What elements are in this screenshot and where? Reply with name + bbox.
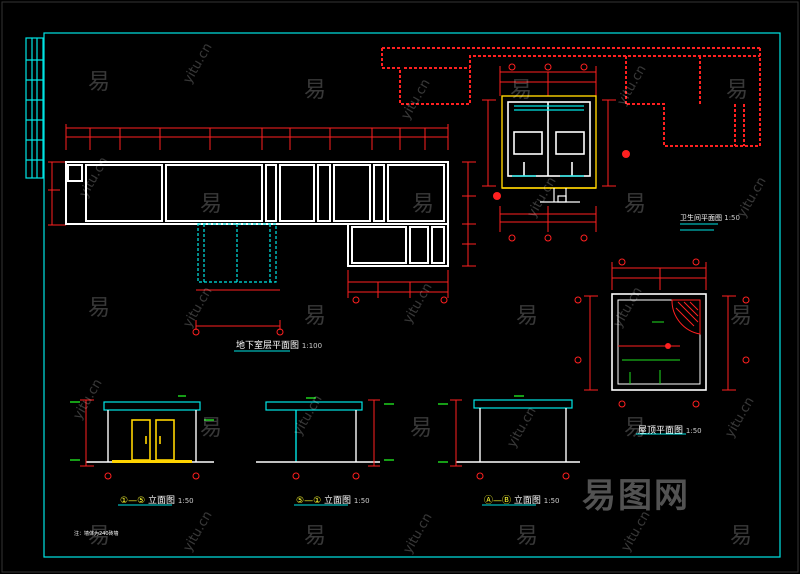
roof-plan [574,258,750,408]
elevation-3-caption: Ⓐ—Ⓑ 立面图 1:50 [484,493,560,506]
toilet-tag-red-2 [493,192,501,200]
roof-plan-scale: 1:50 [685,427,702,435]
main-plan [48,124,476,336]
elevation-2-title: 立面图 [324,496,352,506]
elevation-1-axes: ①—⑤ [120,496,146,506]
elevation-1-scale: 1:50 [177,497,194,505]
existing-building-outline [381,47,761,147]
brand-watermark: 易图网 [582,476,690,516]
drawing-note: 注：墙体为240砖墙 [74,531,119,537]
elevation-1 [70,395,214,480]
main-plan-title: 地下室层平面图 [236,341,300,351]
toilet-plan-title: 卫生间平面图 [680,214,722,222]
toilet-plan [482,63,714,242]
main-plan-caption: 地下室层平面图 1:100 [236,338,322,351]
elevation-3-title: 立面图 [513,496,541,506]
elevation-1-title: 立面图 [148,496,176,506]
drawing-frame [25,32,781,558]
elevation-2-scale: 1:50 [353,497,370,505]
elevation-2 [256,397,394,480]
elevation-2-caption: ⑤—① 立面图 1:50 [296,493,370,506]
elevation-2-axes: ⑤—① [296,496,322,506]
elevation-1-caption: ①—⑤ 立面图 1:50 [120,493,194,506]
elevation-3-scale: 1:50 [543,497,560,505]
toilet-tag-red [622,150,630,158]
roof-drain-hatch [671,299,701,335]
roof-plan-caption: 屋顶平面图 1:50 [638,423,702,436]
elevation-3-axes: Ⓐ—Ⓑ [484,496,512,506]
main-plan-scale: 1:100 [301,342,323,350]
toilet-plan-scale: 1:50 [724,214,740,222]
toilet-plan-caption: 卫生间平面图 1:50 [680,213,740,223]
elevation-3 [438,395,580,480]
roof-plan-title: 屋顶平面图 [638,426,684,436]
